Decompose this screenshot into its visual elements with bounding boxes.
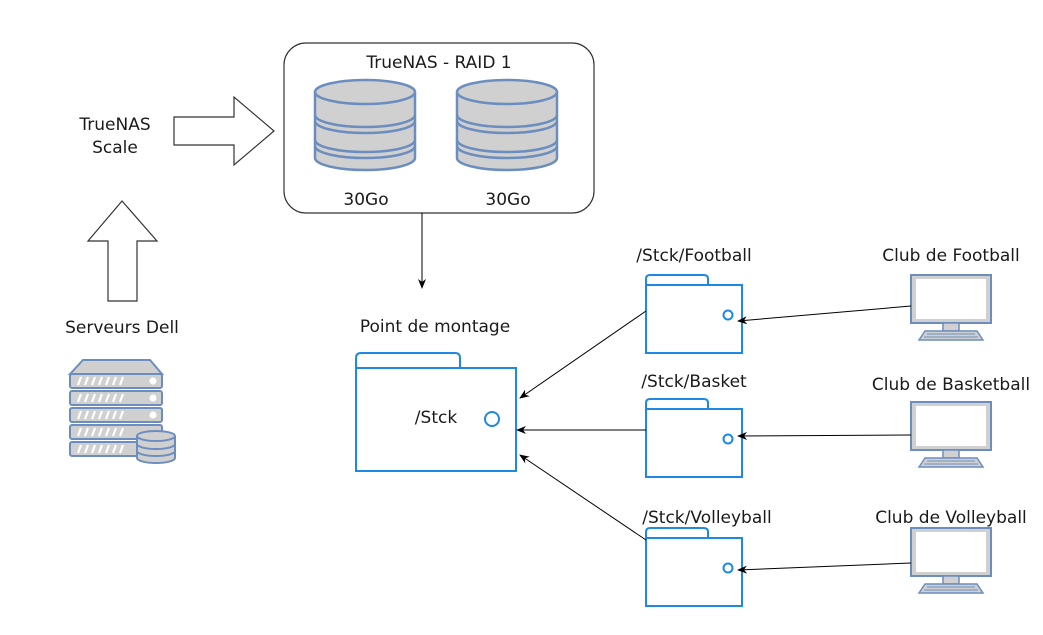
- server-label: Serveurs Dell: [65, 318, 179, 338]
- computer-icon: [910, 274, 992, 341]
- share-path-label: /Stck/Basket: [641, 372, 747, 392]
- client-football: Club de Football: [882, 246, 1020, 341]
- mount-label: Point de montage: [360, 317, 510, 337]
- folder-icon: [645, 398, 743, 478]
- computer-icon: [910, 401, 992, 468]
- share-volleyball: /Stck/Volleyball: [642, 508, 772, 607]
- up-block-arrow: [86, 200, 159, 302]
- os-label-line1: TrueNAS: [78, 115, 150, 135]
- client-volleyball: Club de Volleyball: [875, 508, 1027, 594]
- connector-client-football: [737, 305, 912, 325]
- nas-title: TrueNAS - RAID 1: [365, 53, 511, 73]
- share-football: /Stck/Football: [636, 246, 752, 354]
- os-label-line2: Scale: [92, 138, 138, 158]
- connector-football-to-mount: [519, 310, 647, 399]
- disk-1-size: 30Go: [343, 190, 388, 210]
- folder-icon: [645, 527, 743, 607]
- connector-client-basketball: [737, 431, 912, 440]
- client-label: Club de Basketball: [872, 375, 1030, 395]
- folder-icon: [645, 274, 743, 354]
- share-path-label: /Stck/Football: [636, 246, 751, 266]
- disk-icon-1: [313, 78, 417, 172]
- server-icon: [67, 359, 176, 464]
- connector-volleyball-to-mount: [519, 454, 647, 541]
- share-basket: /Stck/Basket: [641, 372, 747, 478]
- client-label: Club de Football: [882, 246, 1020, 266]
- disk-icon-2: [455, 78, 559, 172]
- right-block-arrow: [173, 95, 275, 167]
- client-label: Club de Volleyball: [875, 508, 1027, 528]
- mount-path: /Stck: [415, 408, 458, 428]
- connector-client-volleyball: [737, 562, 912, 574]
- share-path-label: /Stck/Volleyball: [642, 508, 771, 528]
- server-db-icon: [136, 430, 176, 464]
- computer-icon: [910, 527, 992, 594]
- disk-2-size: 30Go: [485, 190, 530, 210]
- client-basketball: Club de Basketball: [872, 375, 1030, 468]
- mount-folder-icon: [355, 352, 517, 472]
